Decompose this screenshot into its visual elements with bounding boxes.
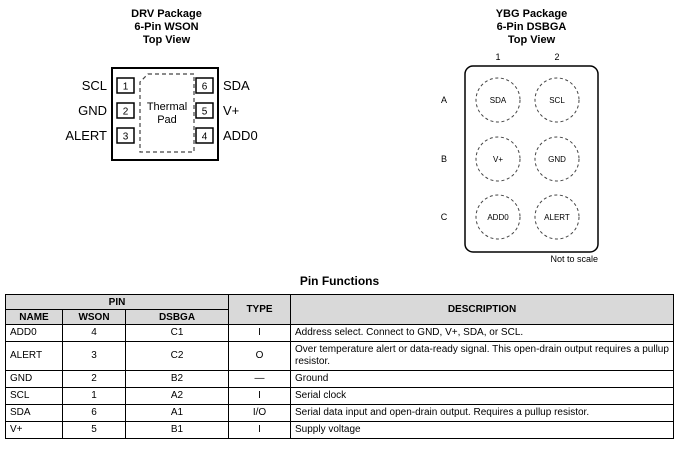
ball-c2 — [534, 194, 580, 240]
cell-name: GND — [5, 370, 63, 388]
wson-title: DRV Package 6-Pin WSON Top View — [100, 8, 233, 47]
thermal-pad-label-line-2: Pad — [157, 114, 177, 126]
cell-type: I — [228, 324, 292, 342]
pin-functions-table: PIN TYPE DESCRIPTION NAME WSON DSBGA ADD… — [4, 294, 674, 439]
table-row-scl: SCL 1 A2 I Serial clock — [5, 387, 674, 405]
table-header-row-1: PIN TYPE DESCRIPTION — [4, 294, 674, 325]
table-row-sda: SDA 6 A1 I/O Serial data input and open-… — [5, 404, 674, 422]
pin-5-number: 5 — [202, 107, 208, 118]
table-row-alert: ALERT 3 C2 O Over temperature alert or d… — [5, 341, 674, 371]
cell-type: I — [228, 387, 292, 405]
cell-type: O — [228, 341, 292, 371]
cell-wson: 3 — [62, 341, 126, 371]
cell-description: Serial data input and open-drain output.… — [290, 404, 674, 422]
pin-6-number: 6 — [202, 82, 208, 93]
ball-b2-label: GND — [548, 155, 566, 164]
ybg-row-label-b: B — [441, 154, 447, 164]
ball-b1-label: V+ — [493, 155, 503, 164]
cell-name: SCL — [5, 387, 63, 405]
table-header-row-2: NAME WSON DSBGA — [5, 309, 674, 325]
pin-2-box — [116, 102, 135, 119]
wson-package-outline — [111, 67, 219, 161]
th-dsbga: DSBGA — [124, 309, 230, 325]
ball-a1-label: SDA — [490, 96, 507, 105]
thermal-pad-label-line-1: Thermal — [147, 101, 187, 113]
cell-wson: 6 — [62, 404, 126, 422]
ball-a2-label: SCL — [549, 96, 565, 105]
cell-type: I — [228, 421, 292, 439]
ybg-title-line-1: YBG Package — [495, 8, 568, 20]
table-row-vplus: V+ 5 B1 I Supply voltage — [5, 421, 674, 439]
th-pin: PIN — [4, 294, 230, 310]
cell-dsbga: B1 — [124, 421, 230, 439]
th-wson: WSON — [62, 309, 126, 325]
pin-4-box — [195, 127, 214, 144]
th-name: NAME — [5, 309, 63, 325]
ybg-col-label-1: 1 — [495, 52, 500, 62]
table-row-add0: ADD0 4 C1 I Address select. Connect to G… — [5, 324, 674, 342]
cell-dsbga: A2 — [124, 387, 230, 405]
ball-b1 — [475, 136, 521, 182]
cell-wson: 2 — [62, 370, 126, 388]
ball-a1 — [475, 77, 521, 123]
ybg-col-label-2: 2 — [554, 52, 559, 62]
cell-wson: 5 — [62, 421, 126, 439]
pin-label-sda: SDA — [223, 78, 250, 93]
ball-c2-label: ALERT — [544, 213, 570, 222]
cell-name: V+ — [5, 421, 63, 439]
cell-name: ADD0 — [5, 324, 63, 342]
table-row-gnd: GND 2 B2 — Ground — [5, 370, 674, 388]
wson-title-line-1: DRV Package — [131, 8, 202, 20]
cell-dsbga: A1 — [124, 404, 230, 422]
wson-title-line-2: 6-Pin WSON — [134, 21, 199, 33]
cell-dsbga: C1 — [124, 324, 230, 342]
wson-package-figure: Thermal Pad 1 2 3 6 5 4 SCL GND ALERT SD… — [65, 67, 258, 161]
ybg-package-figure: 1 2 A B C SDA SCL V+ GND ADD0 ALERT Not … — [441, 52, 599, 264]
cell-description: Supply voltage — [290, 421, 674, 439]
ybg-row-label-a: A — [441, 95, 447, 105]
pin-label-scl: SCL — [82, 78, 107, 93]
cell-wson: 4 — [62, 324, 126, 342]
pin-label-vplus: V+ — [223, 103, 239, 118]
ybg-title-line-2: 6-Pin DSBGA — [496, 21, 567, 33]
pin-1-box — [116, 77, 135, 94]
pin-label-gnd: GND — [78, 103, 107, 118]
cell-description: Serial clock — [290, 387, 674, 405]
cell-wson: 1 — [62, 387, 126, 405]
ybg-package-outline — [464, 65, 599, 253]
cell-type: — — [228, 370, 292, 388]
cell-name: SDA — [5, 404, 63, 422]
pin-functions-title: Pin Functions — [299, 274, 380, 288]
cell-dsbga: B2 — [124, 370, 230, 388]
pin-6-box — [195, 77, 214, 94]
th-description: DESCRIPTION — [290, 294, 674, 325]
pin-1-number: 1 — [123, 82, 129, 93]
pin-4-number: 4 — [202, 132, 208, 143]
cell-name: ALERT — [5, 341, 63, 371]
pin-functions-section: Pin Functions PIN TYPE DESCRIPTION NAME … — [4, 274, 674, 439]
thermal-pad — [139, 73, 195, 153]
pin-3-number: 3 — [123, 132, 129, 143]
cell-description: Over temperature alert or data-ready sig… — [290, 341, 674, 371]
ball-c1 — [475, 194, 521, 240]
cell-type: I/O — [228, 404, 292, 422]
pin-label-alert: ALERT — [65, 128, 107, 143]
ybg-title: YBG Package 6-Pin DSBGA Top View — [465, 8, 598, 47]
not-to-scale-note: Not to scale — [550, 254, 598, 264]
pin-5-box — [195, 102, 214, 119]
cell-dsbga: C2 — [124, 341, 230, 371]
ball-c1-label: ADD0 — [487, 213, 509, 222]
cell-description: Ground — [290, 370, 674, 388]
ybg-title-line-3: Top View — [507, 34, 556, 46]
ybg-row-label-c: C — [441, 212, 448, 222]
ball-b2 — [534, 136, 580, 182]
ball-a2 — [534, 77, 580, 123]
pin-3-box — [116, 127, 135, 144]
th-type: TYPE — [228, 294, 292, 325]
pin-2-number: 2 — [123, 107, 129, 118]
wson-title-line-3: Top View — [142, 34, 191, 46]
cell-description: Address select. Connect to GND, V+, SDA,… — [290, 324, 674, 342]
pin-label-add0: ADD0 — [223, 128, 258, 143]
